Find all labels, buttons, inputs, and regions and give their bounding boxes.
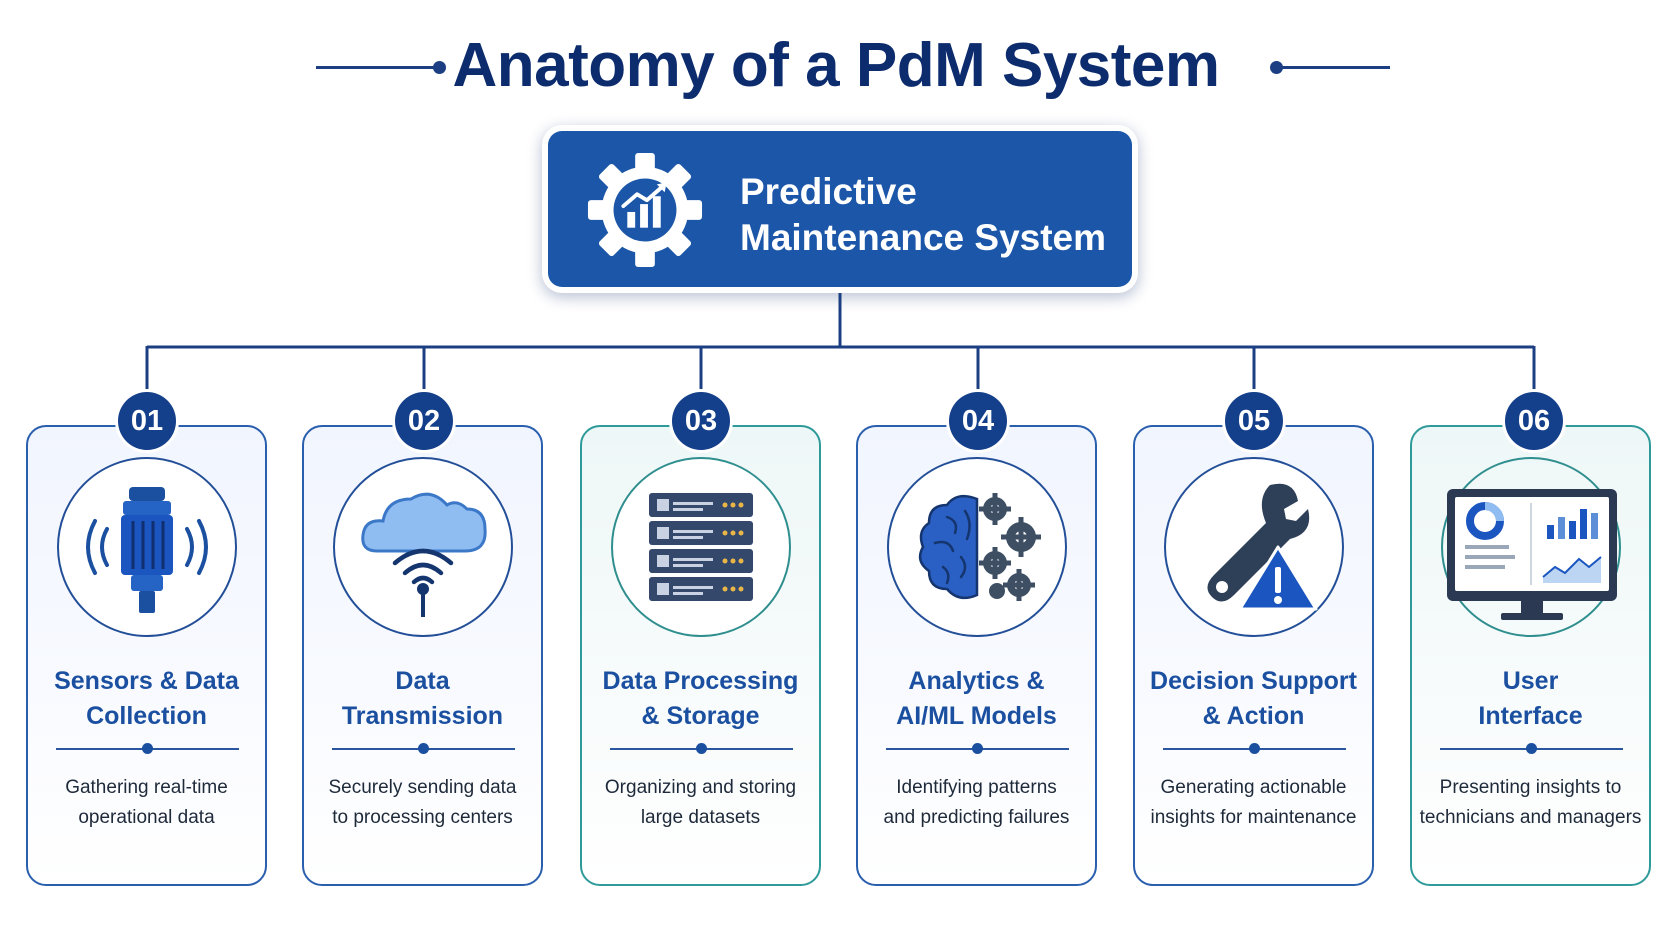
icon-circle bbox=[611, 457, 791, 637]
component-card-decision: Decision Support & Action Generating act… bbox=[1133, 425, 1374, 886]
main-system-box: Predictive Maintenance System bbox=[548, 131, 1132, 287]
component-number-badge: 05 bbox=[1225, 392, 1283, 450]
brain-gears-icon bbox=[918, 493, 1041, 601]
component-title: Sensors & Data Collection bbox=[54, 667, 239, 730]
main-system-line1: Predictive bbox=[740, 171, 917, 212]
component-number-badge: 06 bbox=[1505, 392, 1563, 450]
component-number-badge: 03 bbox=[672, 392, 730, 450]
component-card-sensors: Sensors & Data Collection Gathering real… bbox=[26, 425, 267, 886]
sensor-icon bbox=[86, 487, 208, 613]
divider-dot bbox=[696, 743, 707, 754]
title-left-dot bbox=[433, 61, 446, 74]
icon-circle bbox=[1164, 457, 1344, 637]
component-description: Gathering real-time operational data bbox=[65, 777, 228, 828]
component-title: Data Transmission bbox=[341, 667, 504, 730]
component-number-badge: 04 bbox=[949, 392, 1007, 450]
icon-circle bbox=[57, 457, 237, 637]
component-description: Securely sending data to processing cent… bbox=[328, 777, 517, 828]
component-title: User Interface bbox=[1478, 667, 1583, 730]
divider-dot bbox=[972, 743, 983, 754]
component-description: Presenting insights to technicians and m… bbox=[1419, 777, 1642, 828]
divider-dot bbox=[142, 743, 153, 754]
component-card-storage: Data Processing & Storage Organizing and… bbox=[580, 425, 821, 886]
main-system-label: Predictive Maintenance System bbox=[740, 169, 1106, 261]
title-left-line bbox=[316, 66, 440, 69]
main-system-line2: Maintenance System bbox=[740, 217, 1107, 258]
dashboard-monitor-icon bbox=[1447, 489, 1617, 620]
component-number-badge: 02 bbox=[395, 392, 453, 450]
icon-circle bbox=[1441, 457, 1621, 637]
icon-circle bbox=[333, 457, 513, 637]
component-card-analytics: Analytics & AI/ML Models Identifying pat… bbox=[856, 425, 1097, 886]
divider-dot bbox=[418, 743, 429, 754]
component-description: Identifying patterns and predicting fail… bbox=[883, 777, 1070, 828]
gear-chart-icon bbox=[587, 152, 703, 268]
component-title: Decision Support & Action bbox=[1150, 667, 1357, 730]
divider-dot bbox=[1249, 743, 1260, 754]
title-row: Anatomy of a PdM System bbox=[0, 22, 1672, 102]
wrench-warning-icon bbox=[1207, 483, 1318, 611]
component-description: Generating actionable insights for maint… bbox=[1150, 777, 1357, 828]
server-rack-icon bbox=[649, 493, 753, 601]
icon-circle bbox=[887, 457, 1067, 637]
page-title: Anatomy of a PdM System bbox=[452, 31, 1220, 100]
component-title: Analytics & AI/ML Models bbox=[896, 667, 1057, 730]
component-number-badge: 01 bbox=[118, 392, 176, 450]
cloud-wifi-icon bbox=[361, 492, 487, 617]
component-title: Data Processing & Storage bbox=[602, 667, 799, 730]
divider-dot bbox=[1526, 743, 1537, 754]
component-description: Organizing and storing large datasets bbox=[604, 777, 797, 828]
component-card-ui: User Interface Presenting insights to te… bbox=[1410, 425, 1651, 886]
component-card-transmission: Data Transmission Securely sending data … bbox=[302, 425, 543, 886]
title-right-line bbox=[1276, 66, 1390, 69]
